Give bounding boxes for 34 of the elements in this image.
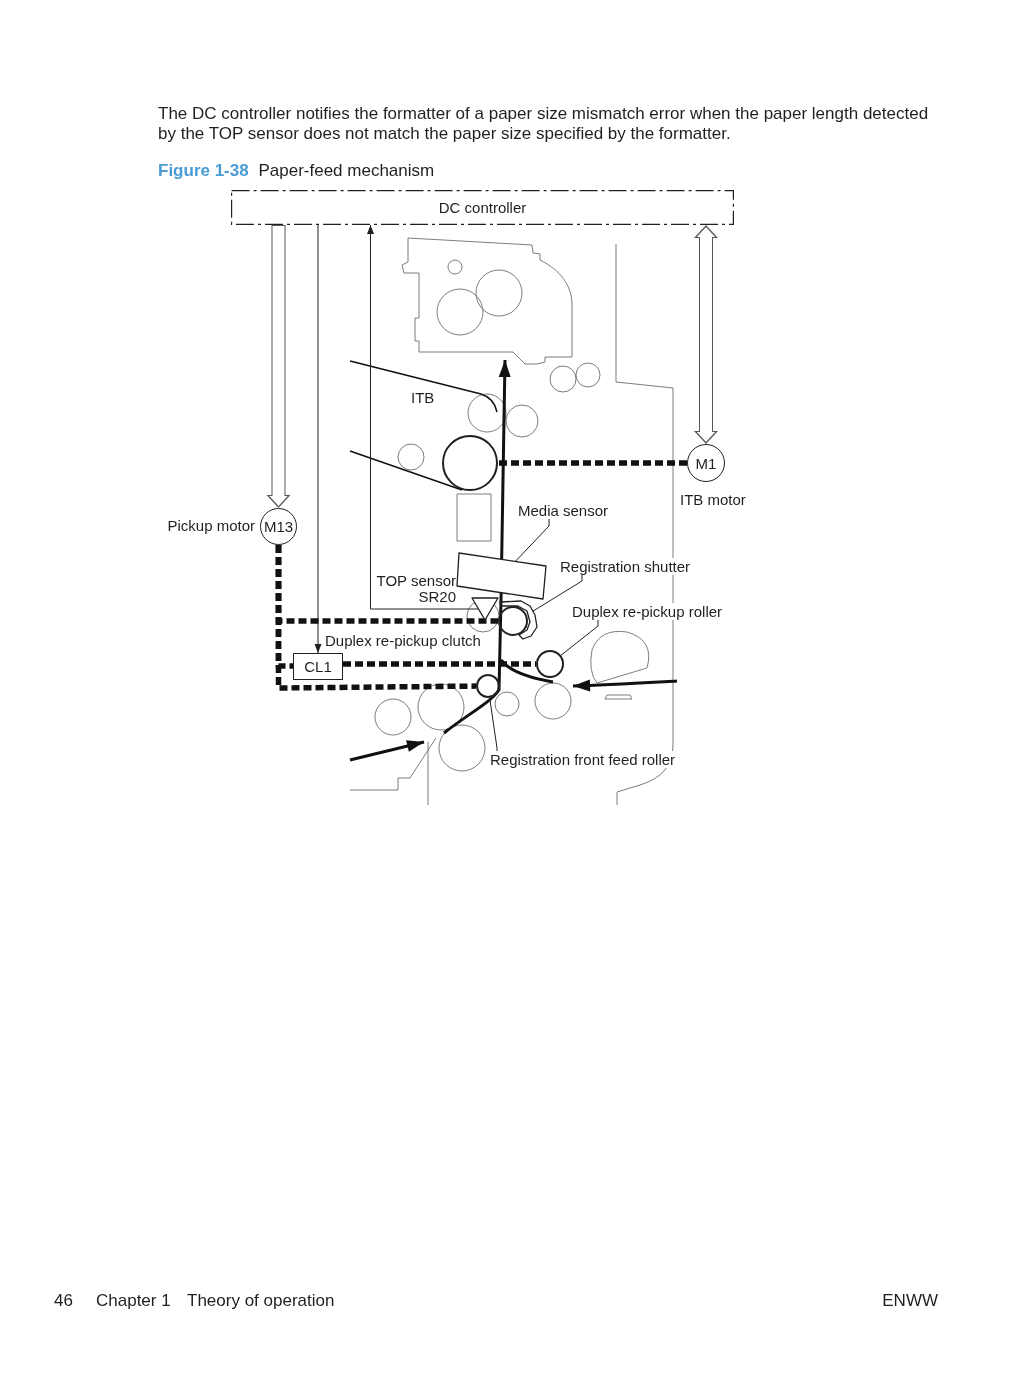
part-label: Media sensor bbox=[518, 502, 609, 519]
arrow bbox=[367, 224, 479, 610]
part-label: Registration front feed roller bbox=[490, 751, 676, 768]
leader-line bbox=[489, 697, 498, 752]
drive-line bbox=[498, 460, 687, 466]
part-label: Registration shutter bbox=[560, 558, 691, 575]
roller bbox=[442, 435, 498, 491]
hollow-arrow bbox=[266, 225, 291, 508]
part-label: ITB bbox=[411, 389, 435, 406]
drive-line bbox=[275, 545, 477, 691]
body-text: The DC controller notifies the formatter of a paper size mismatch error when the paper length detected by the TOP sensor does not match the paper size specified by the formatter. bbox=[158, 104, 930, 144]
chapter-title: Theory of operation bbox=[187, 1291, 335, 1311]
drive-line bbox=[343, 661, 536, 667]
motor-label: Pickup motor bbox=[167, 517, 255, 534]
leader-line bbox=[514, 518, 550, 562]
footer-code: ENWW bbox=[882, 1291, 938, 1311]
shutter-bracket bbox=[499, 600, 538, 640]
controller-box: DC controller bbox=[231, 190, 734, 225]
figure-title: Figure 1-38 Paper-feed mechanism bbox=[158, 161, 435, 181]
chapter-number: Chapter 1 bbox=[96, 1291, 171, 1311]
clutch-label: Duplex re-pickup clutch bbox=[325, 632, 481, 649]
part-label: Duplex re-pickup roller bbox=[572, 603, 723, 620]
leader-line bbox=[532, 574, 583, 612]
roller bbox=[476, 674, 500, 698]
sensor-label: TOP sensor SR20 bbox=[375, 573, 456, 605]
motor-label: ITB motor bbox=[680, 491, 746, 508]
roller bbox=[536, 650, 564, 678]
sensor-triangle bbox=[471, 597, 499, 621]
clutch-box: CL1 bbox=[293, 653, 343, 680]
arrow bbox=[314, 224, 322, 654]
page-number: 46 bbox=[54, 1291, 73, 1311]
roller bbox=[498, 606, 528, 636]
leader-line bbox=[560, 619, 599, 656]
hollow-arrow bbox=[694, 225, 718, 444]
